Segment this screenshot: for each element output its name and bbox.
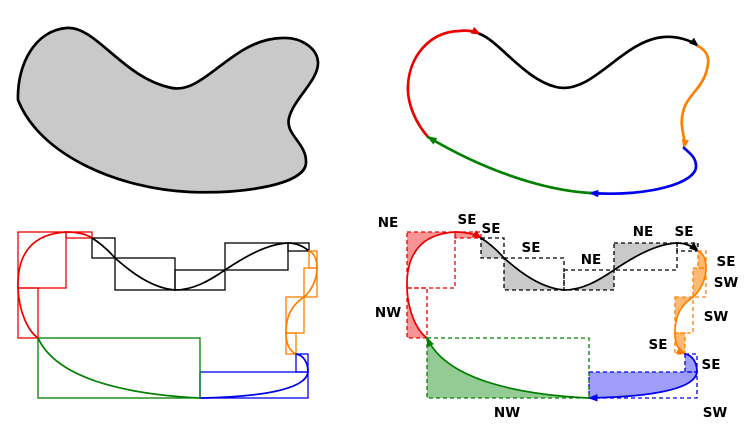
label-red-nw: NW	[375, 305, 401, 321]
label-black-ne-1: NE	[581, 252, 602, 268]
label-red-ne: NE	[378, 215, 399, 231]
piece-green-nw	[37, 337, 201, 399]
dashed-box-green-nw	[426, 337, 590, 399]
green-arc	[426, 135, 592, 195]
piece2-orange-sw-2	[674, 296, 694, 334]
dashed-box-blue-sw	[588, 371, 698, 399]
label-red-se: SE	[458, 212, 477, 228]
fill-orange-se-1	[698, 251, 706, 268]
panel-monotone-labeled	[406, 230, 707, 402]
piece-black-ne-1	[174, 269, 226, 291]
piece2-blue-se	[684, 353, 698, 373]
dashed-box-red-ne	[406, 231, 456, 289]
box-black-ne-1	[174, 269, 226, 291]
piece-black-ne-2	[224, 242, 289, 271]
label-orange-sw-1: SW	[714, 275, 739, 291]
label-black-ne-2: NE	[633, 224, 654, 240]
piece2-red-ne	[406, 231, 456, 289]
fill-blue-se	[685, 354, 697, 372]
piece2-black-se-3	[676, 242, 700, 252]
panel-filled-region	[16, 26, 320, 194]
piece2-red-nw	[406, 287, 428, 339]
fill-blue-sw	[589, 372, 697, 398]
piece2-red-se	[454, 230, 483, 239]
piece2-black-ne-2	[613, 242, 678, 271]
piece-black-se-2	[114, 257, 176, 291]
box-red-se	[65, 231, 93, 239]
piece-orange-se-1	[308, 250, 318, 269]
piece-red-nw	[17, 287, 39, 339]
piece2-black-se-1	[480, 237, 505, 259]
box-green-nw	[37, 337, 201, 399]
red-arc	[406, 26, 482, 139]
piece-orange-sw-2	[285, 296, 305, 334]
fill-red-nw	[407, 288, 427, 338]
panel-monotone-boxes	[17, 231, 318, 399]
label-orange-sw-2: SW	[704, 309, 729, 325]
dashed-box-black-se-2	[503, 257, 565, 291]
region-blob-shape	[16, 26, 320, 194]
label-black-se-1: SE	[482, 221, 501, 237]
fill-black-ne-2	[614, 243, 677, 270]
dashed-box-red-nw	[406, 287, 428, 339]
piece-red-se	[65, 231, 93, 239]
label-orange-se-1: SE	[717, 254, 736, 270]
box-red-nw	[17, 287, 39, 339]
label-black-se-3: SE	[675, 224, 694, 240]
piece2-orange-se-1	[697, 250, 707, 269]
piece2-green-nw	[426, 336, 590, 399]
piece2-blue-sw	[587, 371, 698, 402]
quadrant-labels: NE SE SE SE NE NE SE SE SW SW SE SE SW N…	[375, 212, 739, 421]
fill-green-nw	[427, 338, 589, 398]
piece2-orange-sw-1	[692, 267, 707, 298]
label-black-se-2: SE	[522, 240, 541, 256]
piece2-black-se-2	[503, 257, 565, 291]
orange-arc	[680, 44, 710, 150]
label-orange-se-2: SE	[649, 337, 668, 353]
black-arc	[478, 32, 700, 90]
dashed-box-black-ne-2	[613, 242, 678, 271]
piece-blue-sw	[199, 371, 309, 399]
blue-arc	[588, 146, 698, 198]
dashed-box-black-ne-1	[563, 269, 615, 291]
box-black-se-1	[91, 237, 116, 259]
piece-blue-se	[295, 353, 309, 373]
box-orange-sw-1	[303, 267, 318, 298]
fill-orange-sw-2	[675, 297, 693, 333]
piece-black-se-3	[287, 242, 310, 252]
fill-orange-sw-1	[693, 268, 706, 297]
box-black-se-3	[287, 242, 310, 252]
piece-orange-sw-1	[303, 267, 318, 298]
box-black-se-2	[114, 257, 176, 291]
piece2-black-ne-1	[563, 269, 615, 291]
fill-red-ne	[406, 232, 455, 288]
label-green-nw: NW	[494, 405, 520, 421]
piece2-orange-se-2	[674, 332, 687, 355]
box-orange-se-2	[285, 332, 297, 355]
piece-red-ne	[17, 231, 67, 289]
piece-orange-se-2	[285, 332, 297, 355]
label-blue-se: SE	[702, 357, 721, 373]
box-red-ne	[17, 231, 67, 289]
fill-black-ne-1	[564, 270, 614, 290]
box-black-ne-2	[224, 242, 289, 271]
panel-directed-boundary	[406, 26, 710, 198]
fill-black-se-2	[504, 258, 564, 290]
piece-black-se-1	[91, 237, 116, 259]
label-blue-sw: SW	[703, 405, 728, 421]
